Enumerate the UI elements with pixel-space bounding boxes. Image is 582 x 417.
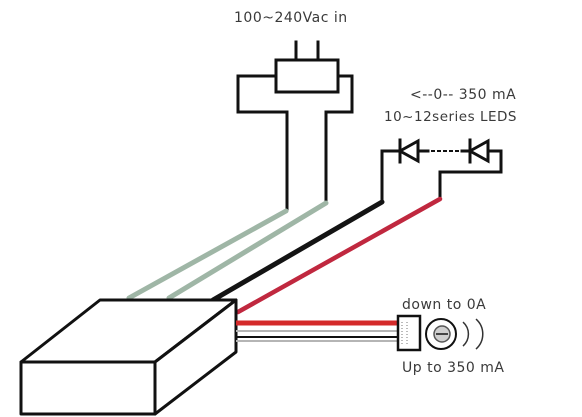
dimmer-body: [396, 314, 422, 352]
led-driver-box: [19, 298, 238, 416]
box-side-face: [153, 298, 238, 416]
led-series-label: 10~12series LEDS: [384, 109, 517, 125]
ac-cord-right: [324, 74, 354, 204]
ac-plug: [236, 40, 354, 212]
ac-input-label: 100~240Vac in: [234, 10, 348, 26]
dim-up-label: Up to 350 mA: [402, 360, 504, 376]
led-positive-lead: [438, 149, 503, 200]
ac-wire-2: [166, 200, 329, 301]
box-front-face: [19, 360, 157, 416]
dimmer-wires: [236, 320, 398, 342]
led-diode-last: [460, 138, 490, 164]
ac-cord-left: [236, 74, 289, 212]
dc-negative-wire: [210, 199, 385, 303]
plug-body: [274, 58, 340, 94]
led-negative-lead: [380, 149, 402, 204]
dim-down-label: down to 0A: [402, 297, 486, 313]
led-diode-first: [396, 138, 420, 164]
dimmer-potentiometer: [396, 314, 484, 352]
dc-positive-wire: [235, 196, 443, 315]
rotation-arc-icon-2: [475, 318, 484, 350]
driver-wires: [126, 196, 443, 315]
ac-wire-1: [126, 208, 289, 301]
led-string: [380, 138, 503, 204]
rotation-arc-icon-1: [462, 321, 470, 347]
current-range-label: <--0-- 350 mA: [410, 87, 516, 103]
